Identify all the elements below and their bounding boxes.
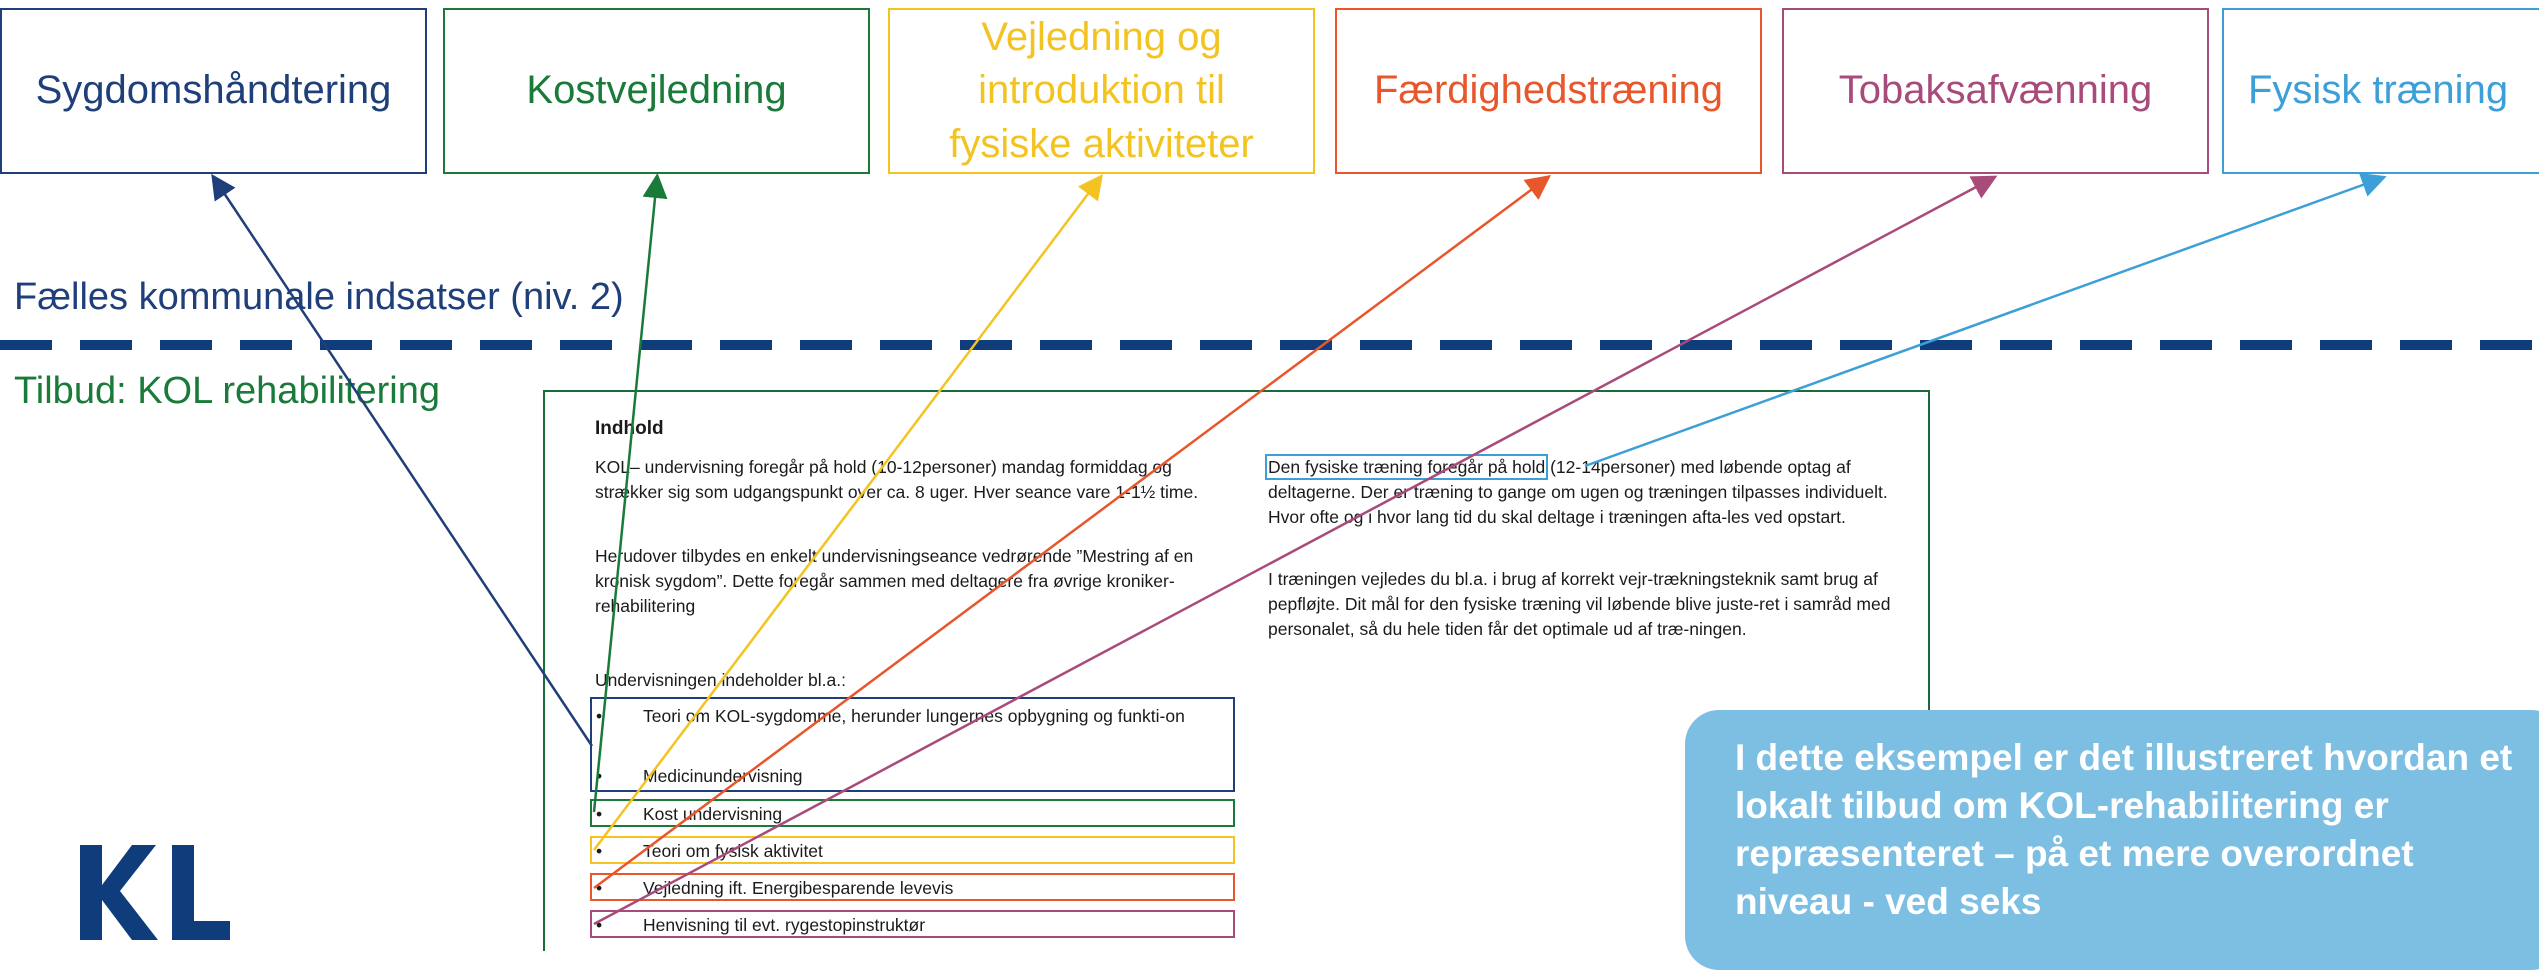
category-box-tobaksafvaenning: Tobaksafvænning <box>1782 8 2209 174</box>
document-right-paragraph-1: Den fysiske træning foregår på hold (12-… <box>1264 454 1898 530</box>
bullet: • <box>596 841 603 861</box>
kl-logo: KL <box>80 845 230 945</box>
document-left-paragraph-1: KOL– undervisning foregår på hold (10-12… <box>595 457 1199 502</box>
list-item-text: Teori om fysisk aktivitet <box>643 841 823 861</box>
explanation-callout: I dette eksempel er det illustreret hvor… <box>1685 710 2539 970</box>
category-box-sygdomshaandtering: Sygdomshåndtering <box>0 8 427 174</box>
list-item-text: Kost undervisning <box>643 804 783 824</box>
heading-common-efforts: Fælles kommunale indsatser (niv. 2) <box>14 276 624 318</box>
list-item-rygestop: • Henvisning til evt. rygestopinstruktør <box>590 910 1235 938</box>
category-label: Tobaksafvænning <box>1838 68 2153 113</box>
list-item-fysisk-aktivitet: • Teori om fysisk aktivitet <box>590 836 1235 864</box>
document-list-intro: Undervisningen indeholder bl.a.: <box>595 670 846 690</box>
list-item-text: Medicinundervisning <box>643 766 803 786</box>
list-item-text: Vejledning ift. Energibesparende levevis <box>643 878 954 898</box>
category-box-fysisk-traening: Fysisk træning <box>2222 8 2539 174</box>
level-divider <box>0 340 2539 350</box>
connector-sygdomshaandtering <box>211 173 594 747</box>
heading-offer: Tilbud: KOL rehabilitering <box>14 370 440 412</box>
highlighted-phrase: Den fysiske træning foregår på hold <box>1264 454 1549 480</box>
list-item-text: Teori om KOL-sygdomme, herunder lungerne… <box>643 706 1185 726</box>
bullet: • <box>596 915 603 935</box>
list-item-text: Henvisning til evt. rygestopinstruktør <box>643 915 926 935</box>
document-left-paragraph-2: Herudover tilbydes en enkelt undervisnin… <box>595 546 1194 616</box>
category-label: Sygdomshåndtering <box>35 68 392 113</box>
category-label: Kostvejledning <box>526 68 787 113</box>
bullet: • <box>596 878 603 898</box>
bullet: • <box>596 804 603 824</box>
bullet: • <box>596 766 603 786</box>
callout-text: I dette eksempel er det illustreret hvor… <box>1735 737 2513 922</box>
category-label: Fysisk træning <box>2248 68 2509 113</box>
category-box-kostvejledning: Kostvejledning <box>443 8 870 174</box>
category-box-vejledning-fysiske-aktiviteter: Vejledning og introduktion til fysiske a… <box>888 8 1315 174</box>
document-title: Indhold <box>595 418 664 439</box>
category-box-faerdighedstraening: Færdighedstræning <box>1335 8 1762 174</box>
kl-logo-mark: KL <box>80 845 230 940</box>
list-item-energibesparende: • Vejledning ift. Energibesparende levev… <box>590 873 1235 901</box>
document-right-paragraph-2: I træningen vejledes du bl.a. i brug af … <box>1268 569 1891 639</box>
bullet: • <box>596 706 603 726</box>
category-label: Vejledning og introduktion til fysiske a… <box>949 15 1254 166</box>
list-item-kol-theory-group: • Teori om KOL-sygdomme, herunder lunger… <box>590 697 1235 792</box>
category-label: Færdighedstræning <box>1373 68 1724 113</box>
list-item-kost: • Kost undervisning <box>590 799 1235 827</box>
